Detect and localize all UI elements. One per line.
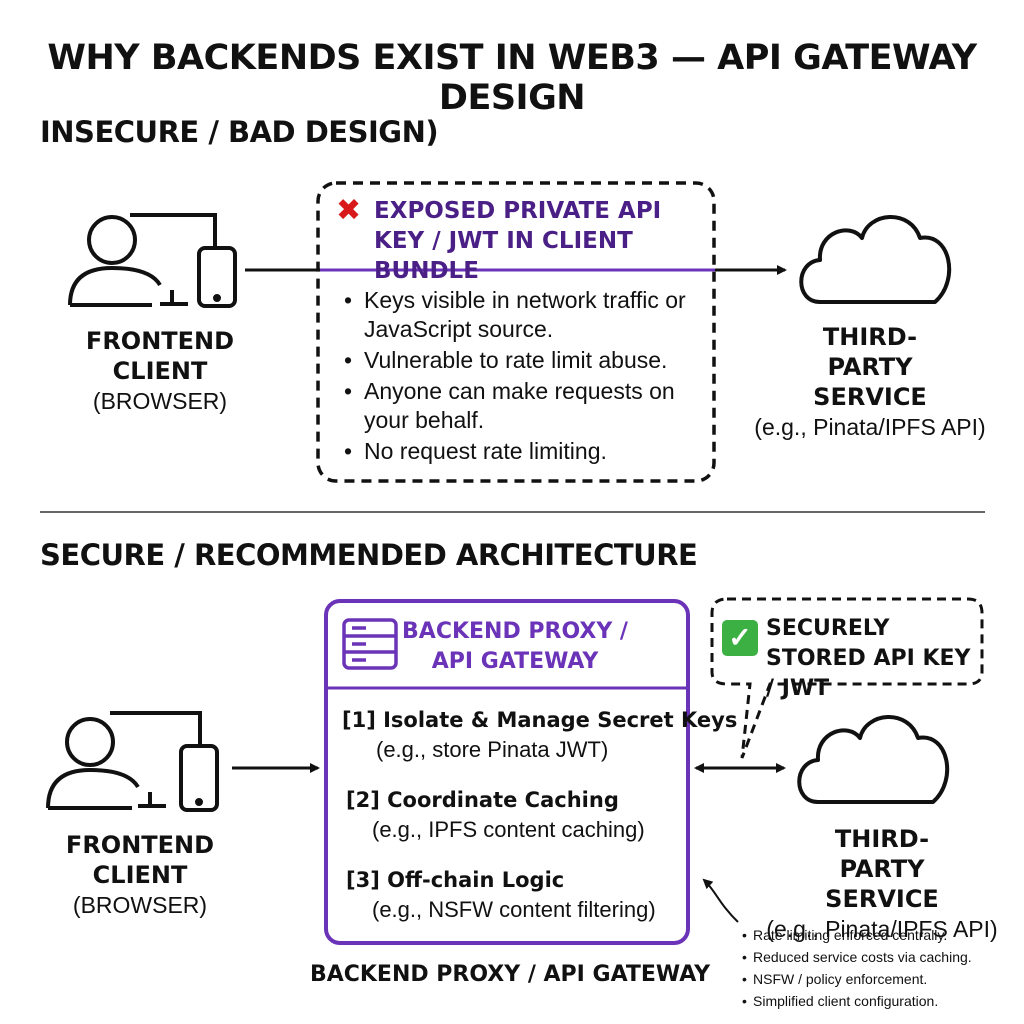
service-sublabel: (e.g., Pinata/IPFS API) bbox=[754, 414, 986, 440]
cloud-icon bbox=[797, 715, 950, 804]
x-icon: ✖ bbox=[336, 193, 362, 228]
benefit-notes: Rate limiting enforced centrally. Reduce… bbox=[742, 924, 972, 1012]
server-icon bbox=[342, 618, 398, 670]
client-device-icon bbox=[46, 711, 219, 812]
feature-item: [3] Off-chain Logic (e.g., NSFW content … bbox=[346, 868, 656, 922]
proxy-title: BACKEND PROXY / API GATEWAY bbox=[402, 619, 628, 674]
list-item: Rate limiting enforced centrally. bbox=[742, 924, 972, 946]
client-label: FRONTEND CLIENT bbox=[85, 327, 235, 385]
cloud-icon bbox=[799, 215, 952, 304]
feature-item: [2] Coordinate Caching (e.g., IPFS conte… bbox=[346, 788, 645, 842]
check-icon: ✓ bbox=[722, 620, 758, 656]
client-device-icon bbox=[68, 213, 237, 308]
warning-list: Keys visible in network traffic or JavaS… bbox=[340, 286, 712, 468]
list-item: Anyone can make requests on your behalf. bbox=[340, 377, 712, 435]
client-label: FRONTEND CLIENT bbox=[65, 831, 215, 889]
client-sublabel: (BROWSER) bbox=[92, 388, 228, 414]
insecure-heading: INSECURE / BAD DESIGN) bbox=[40, 115, 439, 149]
list-item: Keys visible in network traffic or JavaS… bbox=[340, 286, 712, 344]
list-item: NSFW / policy enforcement. bbox=[742, 968, 972, 990]
proxy-caption: BACKEND PROXY / API GATEWAY bbox=[309, 962, 711, 987]
service-label: THIRD-PARTY SERVICE bbox=[825, 825, 939, 913]
list-item: Reduced service costs via caching. bbox=[742, 946, 972, 968]
warning-title: ✖ EXPOSED PRIVATE API KEY / JWT IN CLIEN… bbox=[336, 193, 662, 285]
feature-item: [1] Isolate & Manage Secret Keys (e.g., … bbox=[342, 708, 738, 762]
callout-text: SECURELY STORED API KEY / JWT bbox=[766, 616, 971, 701]
client-sublabel: (BROWSER) bbox=[72, 892, 208, 918]
page-title: WHY BACKENDS EXIST IN WEB3 — API GATEWAY… bbox=[47, 38, 977, 118]
list-item: No request rate limiting. bbox=[340, 437, 712, 466]
list-item: Vulnerable to rate limit abuse. bbox=[340, 346, 712, 375]
secure-heading: SECURE / RECOMMENDED ARCHITECTURE bbox=[40, 538, 698, 572]
list-item: Simplified client configuration. bbox=[742, 990, 972, 1012]
service-label: THIRD-PARTY SERVICE bbox=[813, 323, 927, 411]
